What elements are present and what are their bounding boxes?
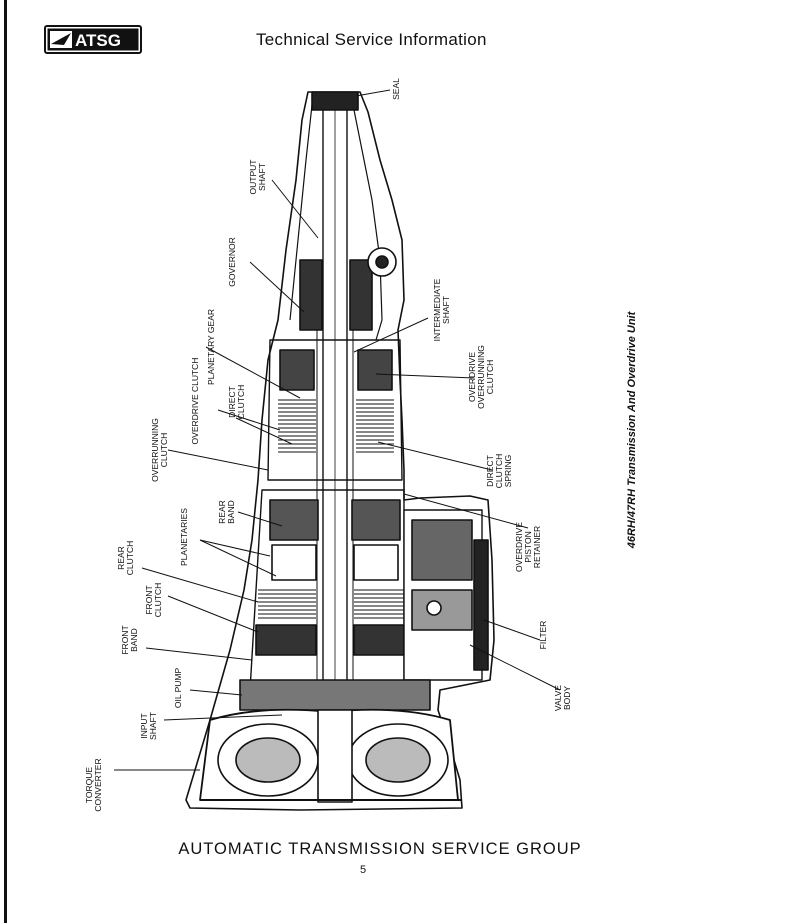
label-planetary-gear: PLANETARY GEAR	[206, 308, 216, 386]
label-filter: FILTER	[538, 620, 548, 650]
label-seal: SEAL	[391, 78, 401, 100]
page-number: 5	[359, 864, 367, 876]
footer-title: AUTOMATIC TRANSMISSION SERVICE GROUP	[178, 840, 582, 858]
label-oil-pump: OIL PUMP	[173, 667, 183, 709]
figure-caption: 46RH/47RH Transmission And Overdrive Uni…	[626, 311, 638, 549]
label-governor: GOVERNOR	[227, 237, 237, 287]
page-title: Technical Service Information	[256, 30, 487, 49]
atsg-logo: ATSG	[44, 25, 142, 54]
logo-text: ATSG	[75, 31, 121, 50]
page-edge-bar	[4, 0, 7, 923]
label-overdrive-clutch: OVERDRIVE CLUTCH	[190, 357, 200, 445]
label-planetaries: PLANETARIES	[179, 508, 189, 566]
